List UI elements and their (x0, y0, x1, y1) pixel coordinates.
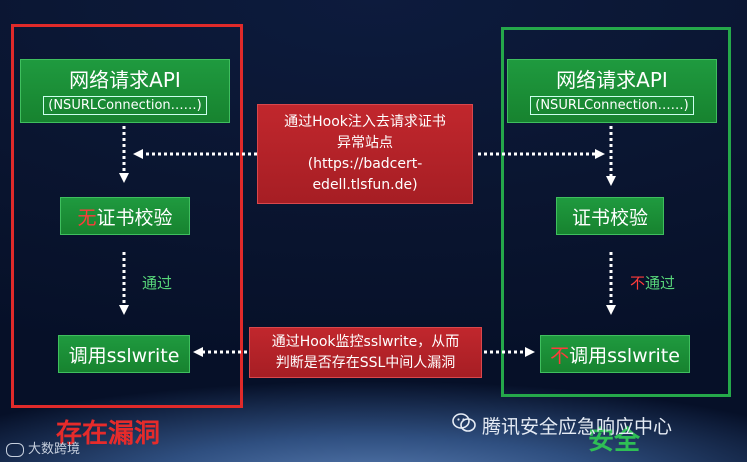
right-api-subtitle: (NSURLConnection……) (530, 95, 694, 115)
watermark-logo-icon (6, 442, 24, 457)
hook-inject-box: 通过Hook注入去请求证书 异常站点 (https://badcert- ede… (257, 104, 473, 204)
right-call-prefix: 不 (550, 344, 570, 367)
hook-monitor-box: 通过Hook监控sslwrite，从而 判断是否存在SSL中间人漏洞 (249, 327, 482, 378)
right-fail-prefix: 不 (630, 274, 646, 292)
right-call-text: 调用sslwrite (569, 344, 680, 367)
vulnerable-label: 存在漏洞 (56, 419, 161, 449)
right-api-title: 网络请求API (556, 67, 668, 92)
safe-label: 安全 (588, 426, 641, 456)
right-verify-label: 证书校验 (571, 206, 648, 229)
left-verify-text: 证书校验 (96, 206, 173, 229)
right-verify-box: 证书校验 (556, 197, 664, 235)
left-api-title: 网络请求API (69, 67, 181, 92)
watermark-left-text: 大数跨境 (28, 442, 81, 457)
left-verify-box: 无证书校验 (60, 197, 190, 235)
watermark-right-text: 腾讯安全应急响应中心 (482, 416, 673, 438)
right-call-label: 不调用sslwrite (550, 341, 680, 368)
right-fail-text: 通过 (645, 274, 676, 292)
hook1-line4: edell.tlsfun.de) (312, 177, 418, 193)
left-call-box: 调用sslwrite (58, 335, 190, 373)
right-fail-label: 不通过 (630, 272, 675, 293)
left-api-subtitle: (NSURLConnection……) (43, 95, 207, 115)
safe-frame (501, 27, 731, 397)
watermark-left: 大数跨境 (6, 438, 80, 457)
wechat-icon (452, 413, 476, 432)
hook2-line2: 判断是否存在SSL中间人漏洞 (275, 354, 456, 371)
left-call-label: 调用sslwrite (68, 344, 180, 367)
hook2-line1: 通过Hook监控sslwrite，从而 (271, 333, 460, 350)
left-api-box: 网络请求API (NSURLConnection……) (20, 59, 230, 123)
hook1-line2: 异常站点 (337, 135, 393, 151)
left-pass-label: 通过 (142, 274, 173, 292)
right-call-box: 不调用sslwrite (540, 335, 690, 373)
left-verify-prefix: 无 (77, 206, 97, 229)
hook1-line1: 通过Hook注入去请求证书 (284, 114, 446, 130)
hook1-line3: (https://badcert- (307, 156, 423, 172)
vulnerable-frame (11, 24, 243, 408)
right-api-box: 网络请求API (NSURLConnection……) (507, 59, 717, 123)
left-verify-label: 无证书校验 (77, 203, 172, 230)
